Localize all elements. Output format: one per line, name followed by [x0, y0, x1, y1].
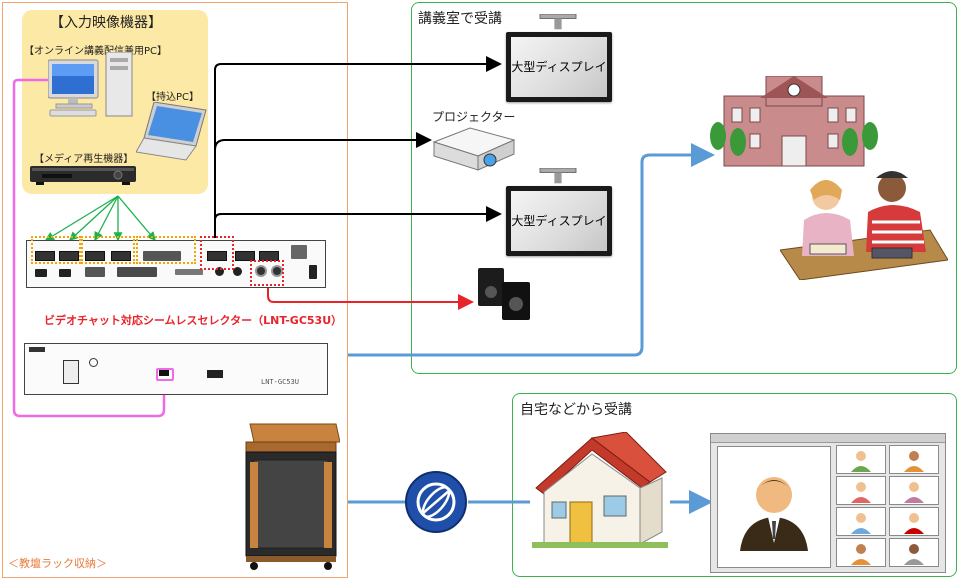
participant-tile-8 — [889, 538, 939, 567]
display-bottom-label: 大型ディスプレイ — [511, 214, 607, 228]
home-title: 自宅などから受講 — [520, 402, 632, 418]
input-arrow-3 — [94, 195, 119, 242]
lecture-room-title: 講義室で受講 — [418, 11, 502, 27]
projector-icon — [432, 127, 516, 171]
school-building-icon — [710, 76, 878, 167]
video-out-projector — [214, 132, 432, 151]
selector-label: ビデオチャット対応シームレスセレクター（LNT-GC53U） — [44, 314, 343, 327]
participant-tile-6 — [889, 507, 939, 536]
projector-label: プロジェクター — [432, 110, 516, 124]
audio-out-highlight — [250, 260, 284, 286]
participant-tile-5 — [836, 507, 886, 536]
house-icon — [532, 432, 668, 548]
lecture-room-panel — [411, 2, 957, 374]
laptop-label: 【持込PC】 — [146, 92, 200, 103]
input-arrow-2 — [69, 195, 119, 241]
display-top-label: 大型ディスプレイ — [511, 60, 607, 74]
presenter-avatar-icon — [740, 477, 808, 551]
desktop-pc-icon — [48, 52, 133, 117]
usb-camera-line — [12, 78, 166, 418]
ceiling-mount-top — [539, 14, 577, 30]
selector-front-panel: LNT-GC53U — [24, 343, 328, 395]
large-display-top: 大型ディスプレイ — [506, 32, 612, 102]
media-player-icon — [30, 166, 136, 185]
input-vga-highlight — [136, 236, 196, 264]
participant-tile-7 — [836, 538, 886, 567]
large-display-bottom: 大型ディスプレイ — [506, 186, 612, 256]
input-group-title: 【入力映像機器】 — [50, 15, 162, 31]
input-arrow-1 — [44, 195, 119, 241]
media-player-label: 【メディア再生機器】 — [34, 154, 134, 165]
net-to-school — [348, 143, 715, 357]
input-hdmi-highlight-2 — [81, 236, 135, 264]
video-out-display-top — [214, 56, 502, 238]
laptop-icon — [136, 102, 207, 161]
rear-panel-model: LNT-GC53U — [261, 378, 299, 386]
speaker-icon — [478, 268, 530, 320]
lectern-icon — [245, 423, 340, 570]
audio-out-line — [267, 278, 474, 310]
participant-tile-1 — [836, 445, 886, 474]
ceiling-mount-bottom — [539, 168, 577, 184]
students-icon — [780, 171, 948, 280]
rack-panel — [2, 2, 348, 578]
participant-tile-3 — [836, 476, 886, 505]
home-panel — [512, 393, 957, 577]
video-out-display-bottom — [214, 206, 502, 222]
output-hdmi-highlight — [200, 236, 234, 270]
globe-network-icon — [405, 471, 467, 533]
online-pc-label: 【オンライン講義配信兼用PC】 — [24, 46, 168, 57]
input-arrow-5 — [117, 195, 156, 241]
input-hdmi-highlight — [31, 236, 81, 264]
rack-label: ＜教壇ラック収納＞ — [8, 557, 107, 570]
speaker-video-pane — [717, 446, 831, 568]
participant-tile-4 — [889, 476, 939, 505]
selector-rear-panel — [26, 240, 326, 288]
participant-tile-2 — [889, 445, 939, 474]
usb-port-highlight — [156, 368, 174, 381]
